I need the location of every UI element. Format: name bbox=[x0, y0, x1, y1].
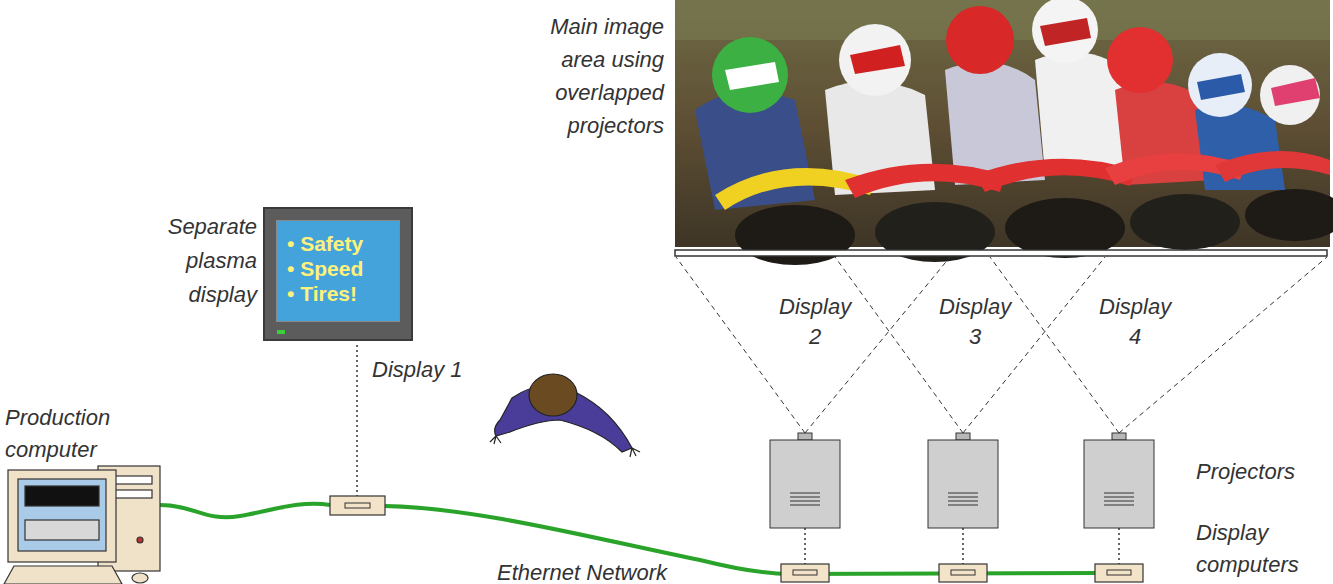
projection-cones bbox=[676, 257, 1327, 433]
display-screen: • Safety• Speed• Tires! bbox=[276, 220, 400, 322]
screen-bar bbox=[675, 250, 1327, 256]
display-label: Display 2 bbox=[776, 292, 854, 352]
power-led bbox=[277, 330, 285, 334]
bullet-text: • Safety bbox=[287, 231, 391, 256]
display-label: Separate plasma display bbox=[168, 210, 257, 312]
network-label: Ethernet Network bbox=[497, 556, 667, 584]
caption-label: Main image area using overlapped project… bbox=[514, 10, 664, 142]
projectors bbox=[770, 433, 1154, 528]
device-label: Display computers bbox=[1196, 517, 1299, 581]
device-label: Projectors bbox=[1196, 455, 1295, 488]
display-label: Display 4 bbox=[1096, 292, 1174, 352]
production-computer bbox=[4, 466, 160, 584]
person-top-view bbox=[490, 374, 640, 457]
dotted-links bbox=[357, 345, 1119, 564]
plasma-display: • Safety• Speed• Tires! bbox=[263, 207, 413, 341]
device-label: Production computer bbox=[5, 402, 110, 466]
motocross-photo bbox=[675, 0, 1333, 265]
display-label: Display 3 bbox=[936, 292, 1014, 352]
network-boxes bbox=[330, 496, 1143, 582]
display-label: Display 1 bbox=[372, 353, 462, 386]
bullet-text: • Tires! bbox=[287, 281, 391, 306]
bullet-text: • Speed bbox=[287, 256, 391, 281]
